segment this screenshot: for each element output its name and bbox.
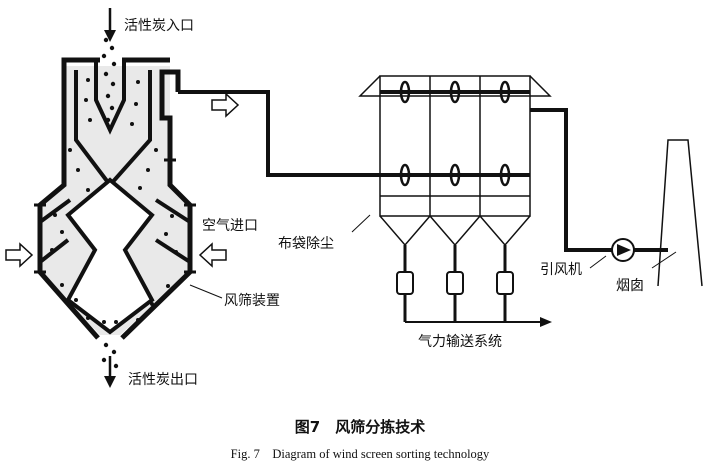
label-induced-fan: 引风机 — [540, 262, 582, 278]
hopper-2 — [429, 215, 481, 247]
inlet-funnel — [74, 60, 152, 187]
figure-caption-zh: 图7 风筛分拣技术 — [295, 418, 425, 436]
air-outlet-arrow — [211, 92, 240, 118]
air-arrow-left — [5, 242, 34, 268]
figure-caption-en: Fig. 7 Diagram of wind screen sorting te… — [231, 447, 490, 461]
carbon-outlet-arrow — [104, 356, 116, 388]
left-baffle-lower — [38, 238, 70, 264]
leader-lines — [189, 214, 677, 299]
label-chimney: 烟囱 — [616, 278, 644, 294]
rotary-valves — [396, 271, 514, 295]
label-pneumatic-conveying: 气力输送系统 — [418, 334, 502, 350]
label-wind-screen-device: 风筛装置 — [224, 293, 280, 309]
unit-outer-wall — [37, 57, 193, 340]
label-carbon-inlet: 活性炭入口 — [124, 18, 194, 34]
hopper-3 — [479, 215, 531, 247]
wind-screen-unit — [5, 8, 240, 388]
filter-bags — [399, 80, 511, 187]
hopper-1 — [379, 215, 431, 247]
left-baffle-upper — [38, 198, 72, 224]
label-carbon-outlet: 活性炭出口 — [128, 372, 198, 388]
bag-filter-housing — [379, 75, 531, 217]
gas-piping — [178, 90, 668, 252]
air-arrow-right — [198, 242, 227, 268]
label-air-inlet: 空气进口 — [202, 218, 258, 234]
carbon-particles — [50, 37, 178, 369]
diamond-separator — [65, 177, 155, 335]
flange-marks — [34, 158, 196, 274]
bag-filter — [358, 75, 552, 322]
right-baffle-upper — [154, 198, 192, 224]
induced-fan — [611, 238, 635, 262]
chimney — [657, 139, 703, 287]
label-bag-filter: 布袋除尘 — [278, 236, 334, 252]
carbon-inlet-arrow — [104, 8, 116, 42]
right-baffle-lower — [154, 238, 192, 264]
pneumatic-conveying-line — [405, 317, 552, 327]
